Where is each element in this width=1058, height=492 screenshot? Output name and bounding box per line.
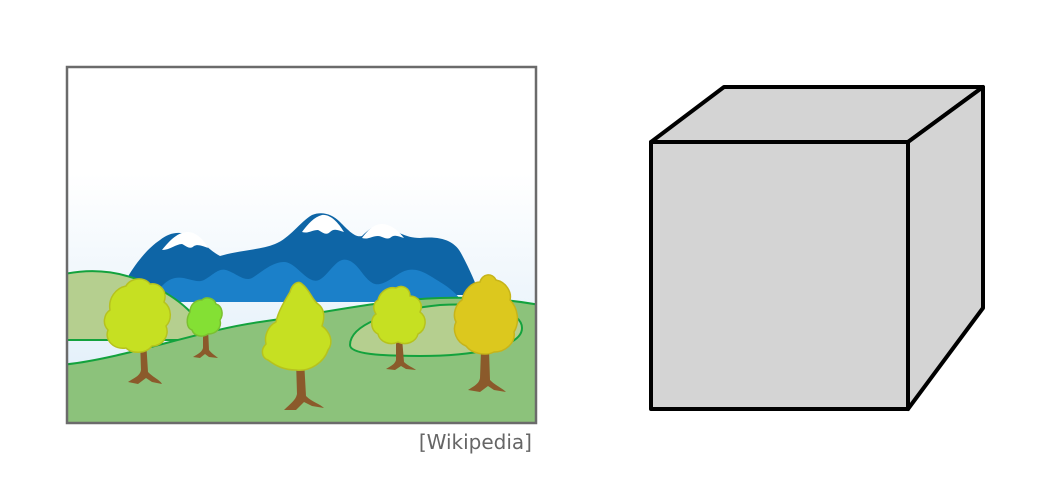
landscape-illustration <box>67 67 536 423</box>
tree-3 <box>261 281 332 410</box>
tree-trunk <box>284 360 324 410</box>
cube-3d <box>649 85 985 411</box>
tree-5 <box>453 274 519 392</box>
tree-foliage <box>186 297 223 337</box>
tree-trunk <box>468 350 506 392</box>
snow-cap-right <box>362 224 404 239</box>
cube-front-face <box>649 140 910 411</box>
tree-2 <box>186 297 223 358</box>
tree-foliage <box>261 281 332 371</box>
tree-trunk <box>193 328 218 358</box>
tree-4 <box>371 285 426 370</box>
tree-foliage <box>371 285 426 345</box>
tree-trunk <box>128 340 162 384</box>
tree-foliage <box>103 278 171 353</box>
cube-right-face <box>906 85 985 411</box>
snow-cap-center <box>302 214 344 234</box>
tree-foliage <box>453 274 519 355</box>
snow-cap-left <box>162 232 208 250</box>
tree-1 <box>103 278 171 384</box>
image-source-caption: [Wikipedia] <box>418 430 532 454</box>
illustration-frame <box>65 65 538 425</box>
tree-trunk <box>386 338 416 370</box>
